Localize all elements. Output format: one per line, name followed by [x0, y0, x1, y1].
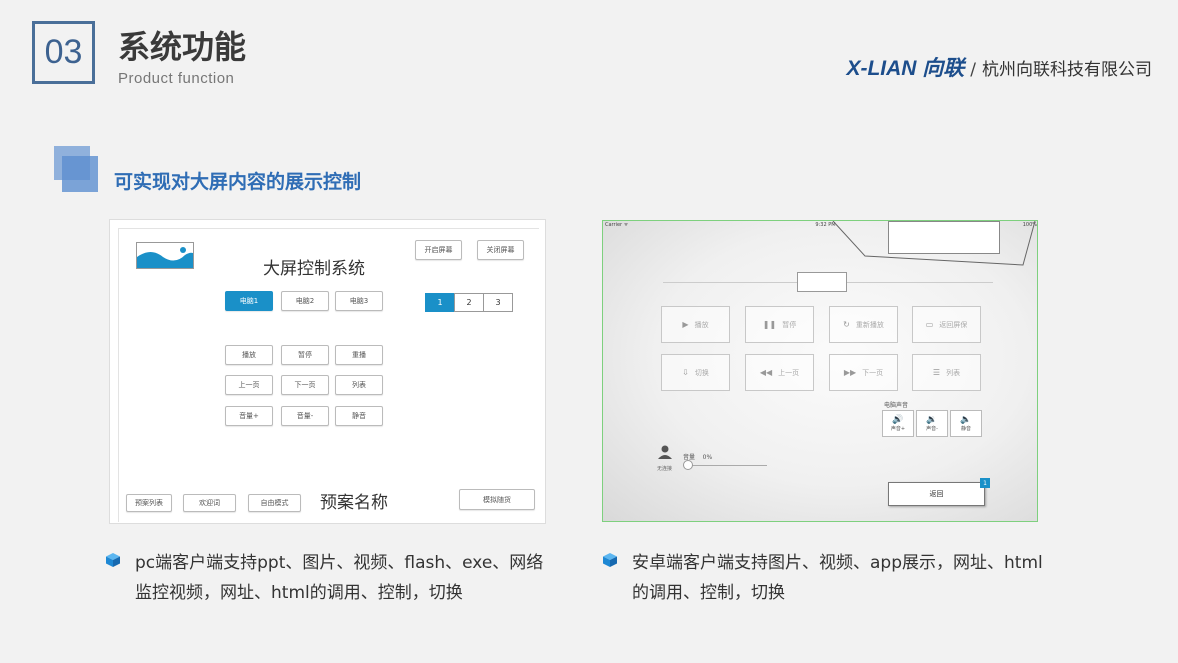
switch-icon: ⇩	[682, 368, 689, 377]
volume-slider-handle[interactable]	[683, 460, 693, 470]
sound-down-button[interactable]: 🔉声音-	[916, 410, 948, 437]
list-button[interactable]: 列表	[335, 375, 383, 395]
sound-mute-button[interactable]: 🔈静音	[950, 410, 982, 437]
volume-down-button[interactable]: 音量-	[281, 406, 329, 426]
pc-screenshot: 大屏控制系统 开启屏幕 关闭屏幕 电脑1 电脑2 电脑3 1 2 3 播放 暂停…	[109, 219, 546, 524]
android-switch-button[interactable]: ⇩切换	[661, 354, 730, 391]
volume-up-icon: 🔊	[892, 414, 904, 425]
computer-3-button[interactable]: 电脑3	[335, 291, 383, 311]
bullet-android: 安卓端客户端支持图片、视频、app展示，网址、html的调用、控制，切换	[602, 548, 1052, 608]
free-mode-button[interactable]: 自由模式	[248, 494, 301, 512]
open-screen-button[interactable]: 开启屏幕	[415, 240, 462, 260]
welcome-button[interactable]: 欢迎词	[183, 494, 236, 512]
page-title: 系统功能	[118, 28, 247, 66]
status-time: 9:32 PM	[815, 222, 836, 228]
notification-badge: 1	[980, 478, 990, 488]
mute-button[interactable]: 静音	[335, 406, 383, 426]
prev-page-button[interactable]: 上一页	[225, 375, 273, 395]
next-icon: ▶▶	[843, 368, 857, 377]
next-page-button[interactable]: 下一页	[281, 375, 329, 395]
play-button[interactable]: 播放	[225, 345, 273, 365]
mute-icon: 🔈	[960, 414, 972, 425]
back-button[interactable]: 返回	[888, 482, 985, 506]
battery-label: 100%	[1022, 222, 1037, 228]
android-list-button[interactable]: ☰列表	[912, 354, 981, 391]
cube-icon	[603, 553, 617, 567]
android-screensaver-button[interactable]: ▭返回屏保	[912, 306, 981, 343]
volume-label: 音量 0%	[683, 454, 713, 461]
section-number: 03	[44, 33, 83, 71]
section-number-box: 03	[32, 21, 95, 84]
android-play-button[interactable]: ▶播放	[661, 306, 730, 343]
volume-up-button[interactable]: 音量+	[225, 406, 273, 426]
computer-sound-label: 电脑声音	[884, 402, 909, 409]
android-screenshot: Carrier ᯤ 9:32 PM 100% ▶播放 ❚❚暂停 ↻重新播放 ▭返…	[602, 220, 1038, 522]
pause-icon: ❚❚	[762, 320, 777, 329]
prev-icon: ◀◀	[759, 368, 773, 377]
list-icon: ☰	[932, 368, 941, 377]
volume-down-icon: 🔉	[926, 414, 938, 425]
page-1-button[interactable]: 1	[425, 293, 455, 312]
android-replay-button[interactable]: ↻重新播放	[829, 306, 898, 343]
user-icon	[658, 445, 672, 459]
decor-square	[62, 156, 98, 192]
android-next-button[interactable]: ▶▶下一页	[829, 354, 898, 391]
decor-lines	[832, 221, 1036, 266]
page-selector: 1 2 3	[425, 293, 513, 312]
bullet-text: 安卓端客户端支持图片、视频、app展示，网址、html的调用、控制，切换	[632, 553, 1043, 603]
image-icon	[136, 242, 194, 269]
cube-icon	[106, 553, 120, 567]
page-3-button[interactable]: 3	[483, 293, 513, 312]
section-title: 可实现对大屏内容的展示控制	[114, 171, 362, 193]
pc-app-title: 大屏控制系统	[263, 259, 365, 279]
simulate-button[interactable]: 模拟随货	[459, 489, 535, 510]
play-icon: ▶	[682, 320, 689, 329]
computer-1-button[interactable]: 电脑1	[225, 291, 273, 311]
android-pause-button[interactable]: ❚❚暂停	[745, 306, 814, 343]
status-bar: Carrier ᯤ 9:32 PM 100%	[605, 222, 1037, 228]
page-2-button[interactable]: 2	[454, 293, 484, 312]
preview-box	[888, 221, 1000, 254]
bullet-text: pc端客户端支持ppt、图片、视频、flash、exe、网络监控视频，网址、ht…	[135, 553, 544, 603]
replay-button[interactable]: 重播	[335, 345, 383, 365]
page-subtitle: Product function	[118, 70, 235, 87]
close-screen-button[interactable]: 关闭屏幕	[477, 240, 524, 260]
brand-logo: X-LIAN 向联	[846, 57, 965, 80]
computer-2-button[interactable]: 电脑2	[281, 291, 329, 311]
pause-button[interactable]: 暂停	[281, 345, 329, 365]
android-prev-button[interactable]: ◀◀上一页	[745, 354, 814, 391]
carrier-label: Carrier ᯤ	[605, 222, 629, 228]
title-box	[797, 272, 847, 292]
plan-list-button[interactable]: 预案列表	[126, 494, 172, 512]
refresh-icon: ↻	[843, 320, 850, 329]
screen-icon: ▭	[925, 320, 934, 329]
bullet-pc: pc端客户端支持ppt、图片、视频、flash、exe、网络监控视频，网址、ht…	[105, 548, 560, 608]
pc-frame	[118, 228, 539, 522]
plan-name: 预案名称	[320, 493, 388, 513]
sound-up-button[interactable]: 🔊声音+	[882, 410, 914, 437]
brand-separator: /	[970, 60, 976, 80]
brand: X-LIAN 向联 / 杭州向联科技有限公司	[846, 52, 1152, 82]
no-connection-label: 无连接	[657, 466, 673, 472]
company-name: 杭州向联科技有限公司	[982, 60, 1152, 80]
volume-slider-track[interactable]	[687, 465, 767, 466]
